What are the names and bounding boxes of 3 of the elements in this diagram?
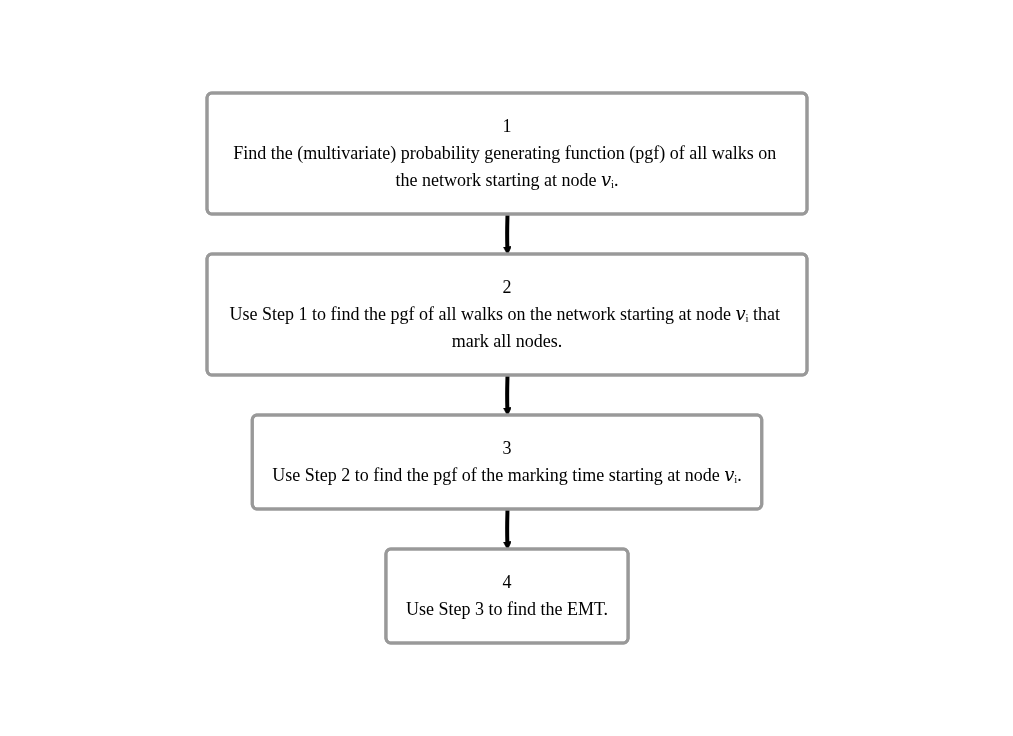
arrow xyxy=(502,214,512,255)
arrow xyxy=(502,509,512,550)
arrow xyxy=(502,375,512,416)
